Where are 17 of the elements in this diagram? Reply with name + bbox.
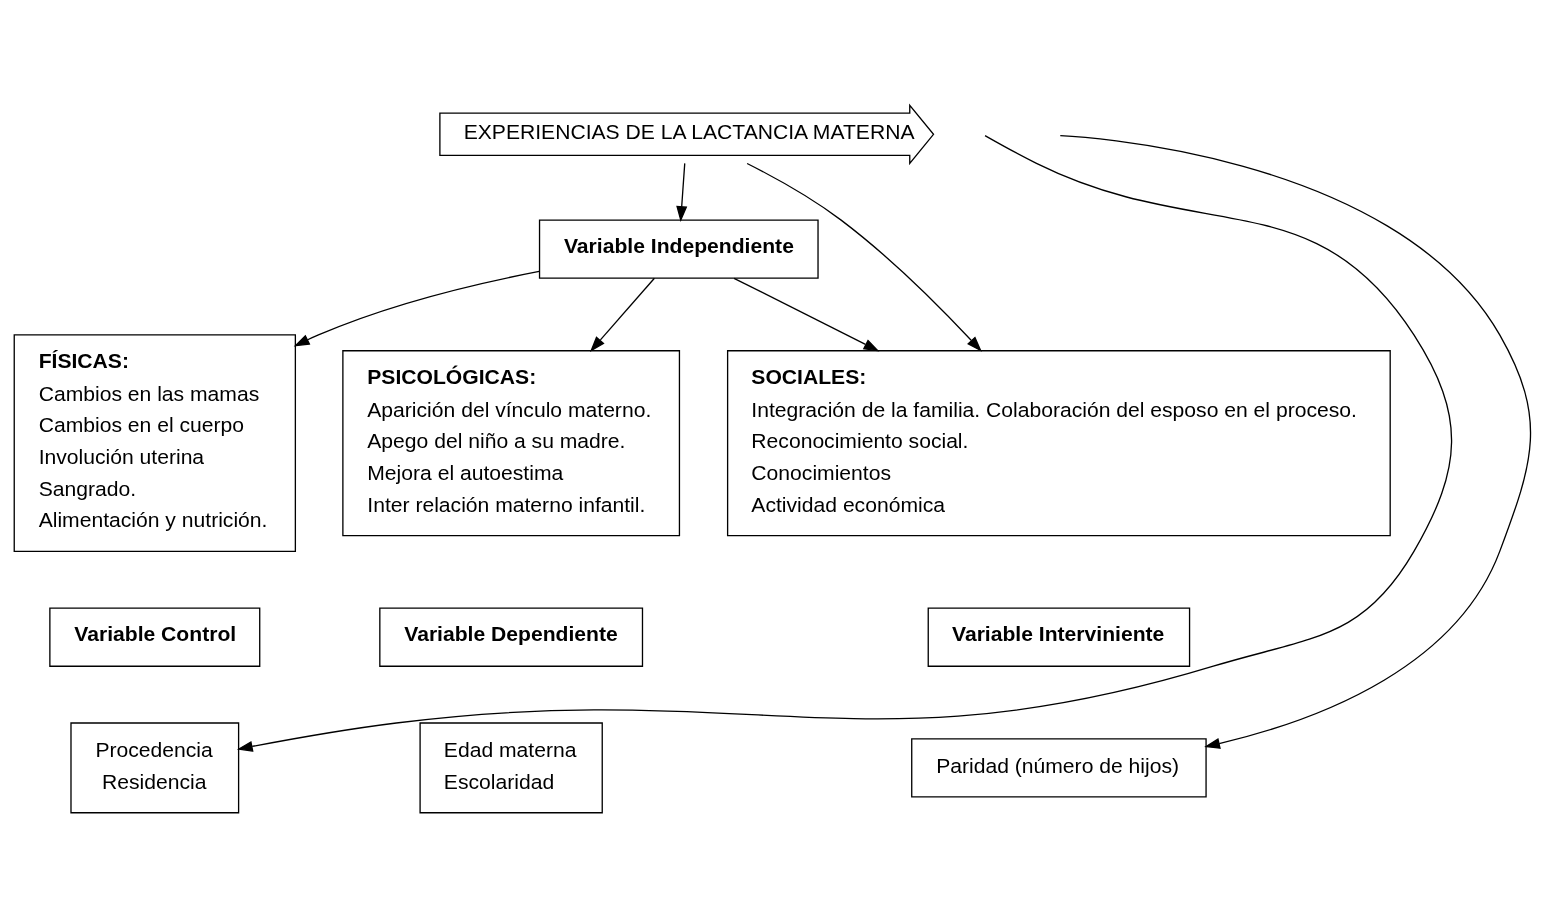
node-box: Variable Dependiente xyxy=(379,607,644,667)
arrow xyxy=(293,270,540,347)
node-box: PSICOLÓGICAS: Aparición del vínculo materno. Apego del niño a su madre. Mejora el autoestima Inter relación materno infantil. xyxy=(342,349,681,536)
node-box: Paridad (número de hijos) xyxy=(911,737,1207,798)
node-box: Variable Control xyxy=(49,607,261,667)
node-box: FÍSICAS: Cambios en las mamas Cambios en el cuerpo Involución uterina Sangrado. Alimentación y nutrición. xyxy=(13,333,297,552)
node-box: Variable Interviniente xyxy=(927,607,1191,667)
node-box: Edad materna Escolaridad xyxy=(419,721,603,813)
node-box: SOCIALES: Integración de la familia. Colaboración del esposo en el proceso. Reconocimiento social. Conocimientos Actividad económica xyxy=(726,349,1391,536)
arrow xyxy=(236,134,1453,752)
arrow xyxy=(1059,134,1531,749)
node-box: Variable Independiente xyxy=(538,218,819,279)
node-box: Procedencia Residencia xyxy=(70,721,240,813)
arrow xyxy=(733,277,880,351)
arrow xyxy=(589,277,656,352)
arrow xyxy=(676,162,688,222)
arrow xyxy=(746,162,982,352)
